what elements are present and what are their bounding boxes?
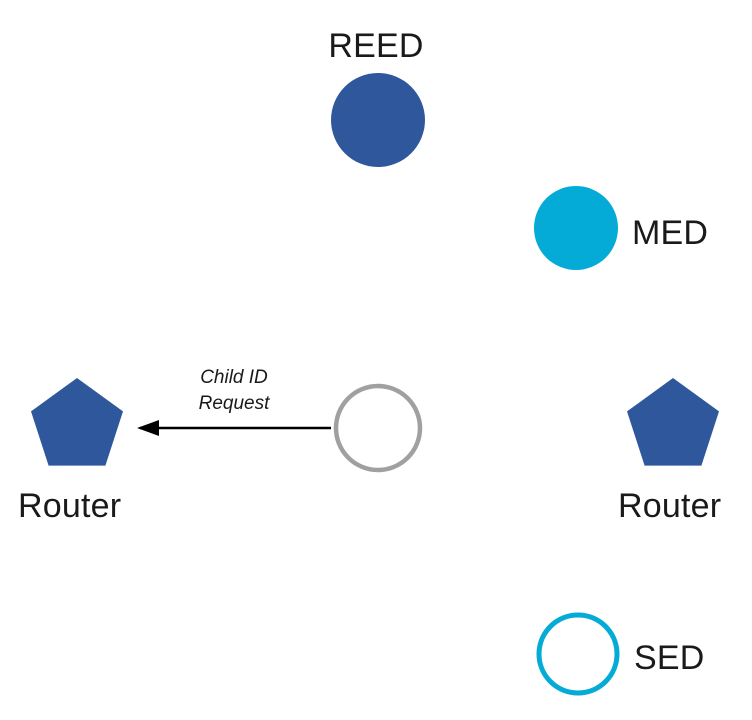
node-reed[interactable]: REED: [328, 27, 425, 167]
edge-label-line1: Child ID: [200, 367, 268, 388]
node-router-right[interactable]: Router: [618, 378, 721, 525]
node-sed[interactable]: SED: [536, 612, 705, 696]
edge-child-id-request: Child ID Request: [137, 367, 331, 436]
med-circle-shape[interactable]: [534, 186, 618, 270]
sed-circle-shape[interactable]: [536, 612, 620, 696]
router-left-pentagon-shape[interactable]: [31, 378, 123, 466]
node-center-unlabeled[interactable]: [333, 383, 423, 473]
router-right-label: Router: [618, 487, 721, 525]
router-right-pentagon-shape[interactable]: [627, 378, 719, 466]
med-label: MED: [632, 214, 708, 252]
center-circle-shape[interactable]: [333, 383, 423, 473]
sed-label: SED: [634, 639, 705, 677]
reed-label: REED: [328, 27, 423, 65]
reed-circle-shape[interactable]: [331, 73, 425, 167]
arrowhead-icon: [137, 420, 159, 436]
node-med[interactable]: MED: [534, 186, 708, 270]
node-router-left[interactable]: Router: [18, 378, 123, 525]
edge-label-line2: Request: [199, 393, 270, 414]
router-left-label: Router: [18, 487, 121, 525]
